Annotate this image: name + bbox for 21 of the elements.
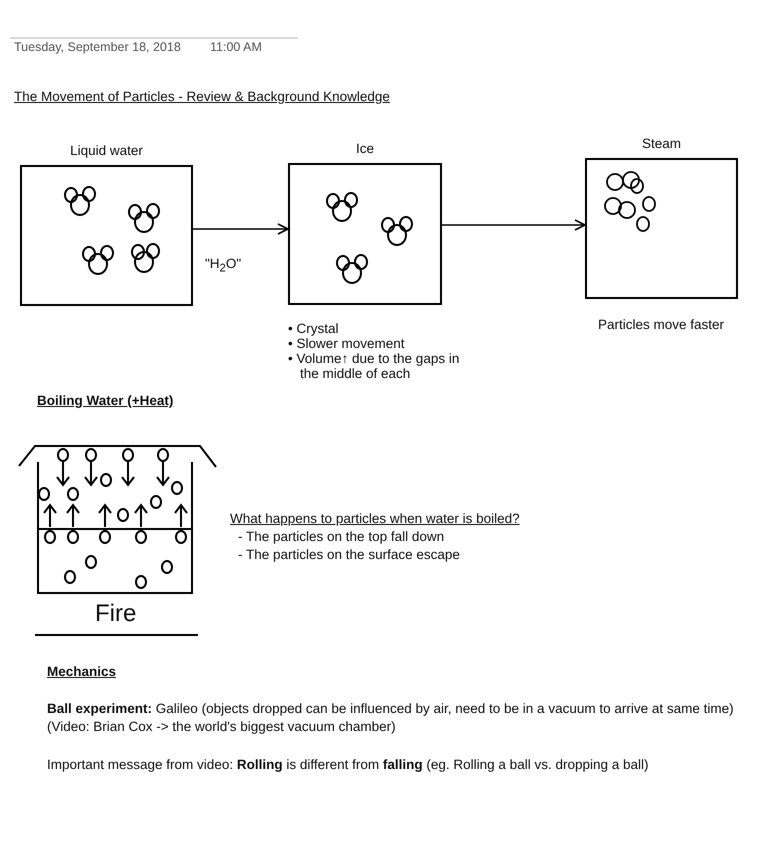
paragraph-text: Important message from video: Rolling is different from falling (eg. Rolling a ball vs. dropping a ball) [47,757,650,772]
date-text: Tuesday, September 18, 2018 [14,40,181,54]
paragraph-text: Ball experiment: Galileo (objects dropped can be influenced by air, need to be in a vacuum to arrive at same time) [47,701,735,716]
time-text: 11:00 AM [210,40,262,54]
fire-text: Fire [95,600,136,628]
bullet-item: • Volume↑ due to the gaps in the middle of each [288,351,460,381]
bullet-item: - The particles on the top fall down [238,529,444,544]
bullet-item: - The particles on the surface escape [238,547,460,562]
section-heading: Mechanics [47,664,116,679]
section-heading: Boiling Water (+Heat) [37,393,174,408]
arrow [193,223,289,235]
page-title: The Movement of Particles - Review & Background Knowledge [14,89,390,104]
paragraph-text: (Video: Brian Cox -> the world's biggest vacuum chamber) [47,719,397,734]
box-heading: Liquid water [69,143,144,158]
bullet-item: • Slower movement [288,336,406,351]
box-heading: Ice [354,141,375,156]
box-caption: Particles move faster [598,317,724,332]
arrow [442,219,586,231]
question-text: What happens to particles when water is boiled? [230,511,520,526]
box-heading: Steam [640,136,682,151]
bullet-item: • Crystal [288,321,340,336]
